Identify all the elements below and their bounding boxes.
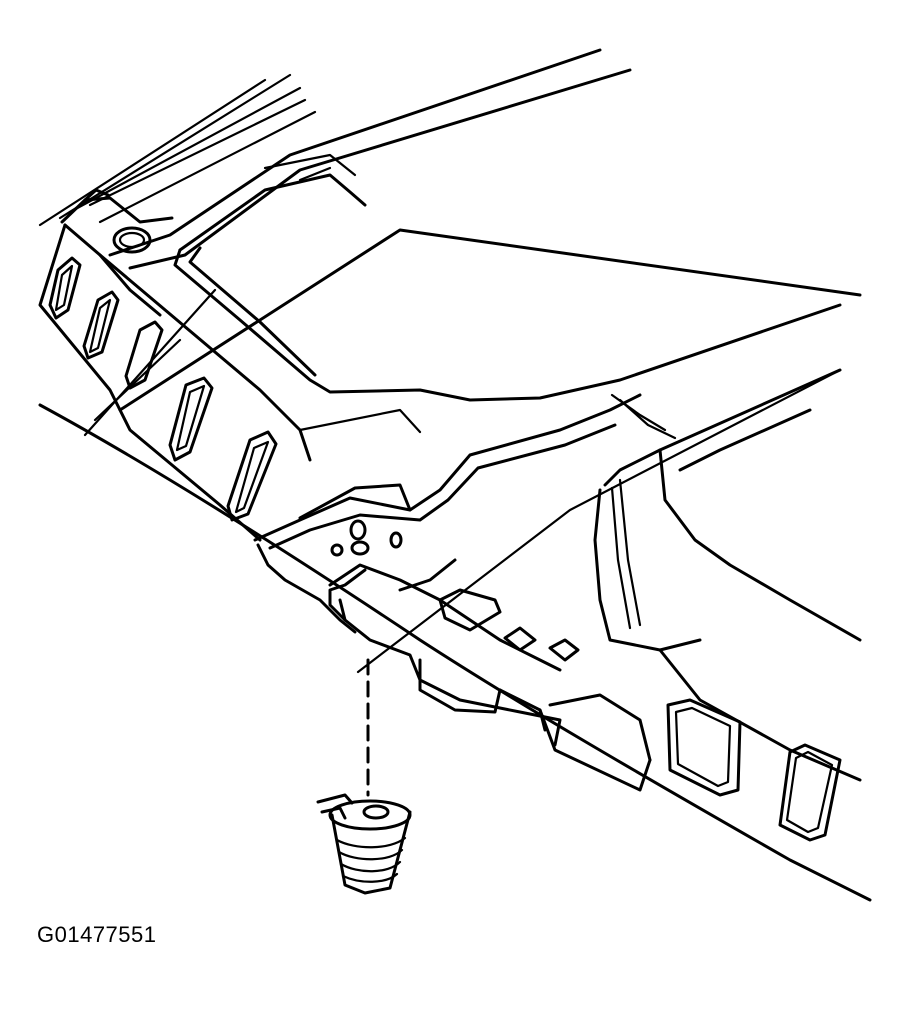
center-holes xyxy=(330,519,403,557)
seam-lines xyxy=(83,228,862,674)
latch-assembly xyxy=(328,558,580,747)
top-left-bracket xyxy=(60,188,174,254)
left-panel-edges xyxy=(38,223,872,902)
cone-bumper-icon xyxy=(316,793,412,895)
left-slots xyxy=(48,256,278,522)
right-lower-block xyxy=(538,693,652,792)
right-recess xyxy=(593,368,862,782)
right-slots xyxy=(666,698,842,842)
center-channel xyxy=(253,393,677,634)
figure-id-label: G01477551 xyxy=(37,922,157,947)
top-recess xyxy=(108,48,842,402)
upper-rail-lines xyxy=(38,73,317,227)
